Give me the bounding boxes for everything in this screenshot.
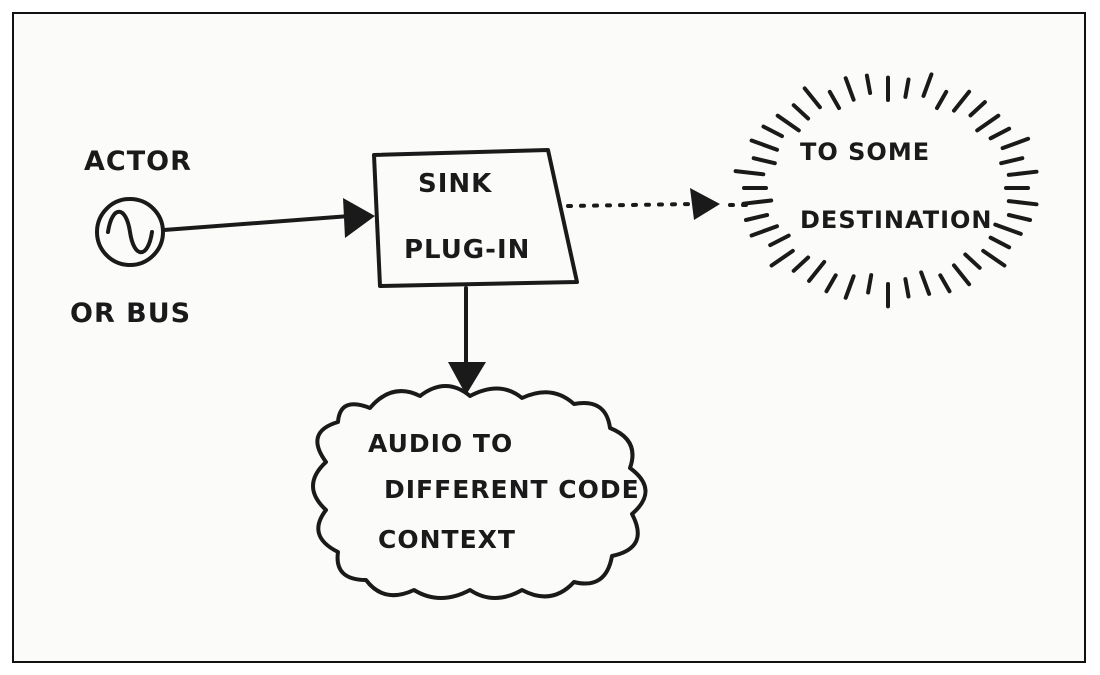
sine-wave-icon (106, 210, 154, 254)
burst-stroke (1006, 199, 1039, 207)
dotted-arrow-head (690, 188, 720, 220)
destination-burst (733, 72, 1039, 309)
burst-stroke (938, 273, 952, 294)
burst-stroke (751, 156, 777, 166)
cloud-label-line2: DIFFERENT CODE (384, 475, 640, 504)
burst-stroke (952, 89, 972, 113)
burst-stroke (919, 270, 932, 296)
burst-stroke (807, 260, 827, 283)
destination-label-line2: DESTINATION (800, 206, 993, 234)
burst-stroke (1006, 213, 1032, 222)
burst-stroke (1000, 136, 1031, 151)
sink-box-outline (372, 148, 579, 288)
burst-stroke (791, 103, 811, 121)
cloud-outline (311, 384, 648, 600)
cloud-label-line3: CONTEXT (378, 525, 516, 554)
burst-stroke (952, 263, 972, 287)
burst-stroke (864, 73, 873, 95)
burst-stroke (935, 89, 949, 110)
dotted-line (566, 202, 694, 208)
burst-stroke (769, 248, 795, 268)
burst-stroke (999, 156, 1025, 166)
sink-label-line1: SINK (418, 169, 492, 199)
burst-stroke (843, 76, 856, 102)
burst-stroke (988, 235, 1012, 250)
burst-stroke (903, 77, 911, 99)
burst-stroke (1006, 169, 1039, 177)
burst-stroke (968, 100, 987, 118)
burst-stroke (827, 89, 841, 110)
burst-stroke (824, 273, 838, 294)
dotted-arrow-to-destination (566, 188, 758, 220)
actor-label: ACTOR (84, 146, 192, 177)
burst-stroke (791, 255, 811, 273)
burst-stroke (843, 274, 856, 300)
burst-stroke (761, 124, 784, 139)
burst-stroke (963, 252, 982, 270)
burst-stroke (749, 224, 779, 238)
burst-stroke (988, 126, 1012, 141)
burst-stroke (975, 113, 1001, 133)
destination-label-line1: TO SOME (800, 138, 930, 166)
burst-stroke (993, 222, 1023, 236)
burst-stroke (775, 113, 801, 133)
burst-stroke (866, 273, 874, 295)
arrow-sink-to-cloud (448, 286, 486, 395)
sink-plugin-box: SINK PLUG-IN (372, 148, 579, 288)
sink-label-line2: PLUG-IN (404, 235, 530, 265)
actor-sublabel: OR BUS (70, 298, 191, 329)
burst-stroke (749, 138, 779, 152)
cloud-label-line1: AUDIO TO (368, 429, 513, 458)
burst-stroke (744, 213, 770, 222)
burst-stroke (903, 277, 911, 299)
burst-stroke (733, 169, 766, 177)
arrow-line (162, 214, 352, 232)
burst-stroke (741, 198, 774, 206)
burst-stroke (921, 72, 934, 98)
diagram-frame (12, 12, 1086, 663)
burst-stroke (768, 233, 791, 248)
arrow-actor-to-sink (162, 198, 375, 238)
burst-stroke (802, 86, 822, 110)
actor-node (95, 197, 165, 267)
actor-circle (95, 197, 165, 267)
arrow-head (343, 198, 375, 238)
down-arrow-head (448, 362, 486, 395)
burst-stroke (981, 248, 1007, 268)
cloud-node: AUDIO TO DIFFERENT CODE CONTEXT (311, 384, 648, 600)
